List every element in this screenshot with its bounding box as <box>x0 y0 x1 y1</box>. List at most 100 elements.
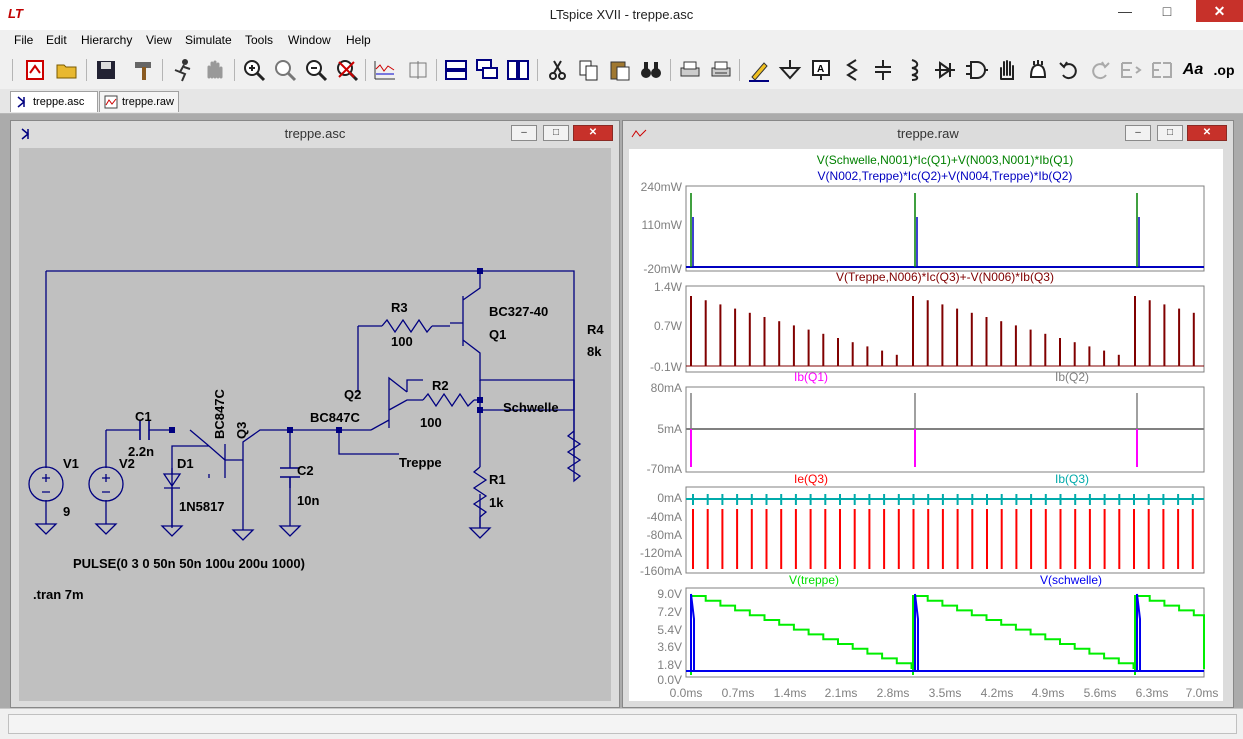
menu-file[interactable]: File <box>14 33 34 47</box>
tab-treppe-asc[interactable]: treppe.asc <box>10 91 98 112</box>
capacitor-symbols <box>139 420 300 488</box>
menu-simulate[interactable]: Simulate <box>185 33 232 47</box>
new-schematic-icon[interactable] <box>22 57 48 83</box>
xtick: 7.0ms <box>1186 686 1219 700</box>
undo-icon[interactable] <box>1056 57 1082 83</box>
menu-tools[interactable]: Tools <box>245 33 274 47</box>
waveform-window-icon <box>631 129 647 138</box>
schematic-minimize-button[interactable]: – <box>511 125 537 141</box>
print-setup-icon[interactable] <box>708 57 734 83</box>
menu-edit[interactable]: Edit <box>46 33 67 47</box>
capacitor-icon[interactable] <box>870 57 896 83</box>
svg-text:A: A <box>817 64 824 75</box>
redo-icon[interactable] <box>1087 57 1113 83</box>
xtick: 0.7ms <box>722 686 755 700</box>
r3-value: 100 <box>391 334 413 349</box>
cascade-windows-icon[interactable] <box>474 57 500 83</box>
c2-symbol <box>280 467 300 488</box>
waveform-window-titlebar: treppe.raw – □ ✕ <box>623 121 1233 147</box>
r1-value: 1k <box>489 495 504 510</box>
menu-bar: File Edit Hierarchy View Simulate Tools … <box>0 30 1243 51</box>
zoom-out-icon[interactable] <box>303 57 329 83</box>
r1-ref: R1 <box>489 472 506 487</box>
pane4-trace-b-label[interactable]: Ib(Q3) <box>1055 472 1089 486</box>
resistor-icon[interactable] <box>839 57 865 83</box>
pane1-trace-a-label[interactable]: V(Schwelle,N001)*Ic(Q1)+V(N003,N001)*Ib(… <box>817 153 1073 167</box>
tab-treppe-raw[interactable]: treppe.raw <box>99 91 179 112</box>
r1-symbol <box>472 466 488 528</box>
pane5-trace-a-label[interactable]: V(treppe) <box>789 573 839 587</box>
tile-horizontal-icon[interactable] <box>443 57 469 83</box>
net-label-icon[interactable]: A <box>808 57 834 83</box>
control-panel-hammer-icon[interactable] <box>131 57 157 83</box>
menu-view[interactable]: View <box>146 33 172 47</box>
mirror-icon[interactable] <box>1149 57 1175 83</box>
schematic-drawing: R3 100 BC327-40 Q1 R4 8k Q2 BC847C R2 10… <box>28 268 604 602</box>
pane2-trace-a-label[interactable]: V(Treppe,N006)*Ic(Q3)+-V(N006)*Ib(Q3) <box>836 270 1054 284</box>
pane1-trace-b-label[interactable]: V(N002,Treppe)*Ic(Q2)+V(N004,Treppe)*Ib(… <box>818 169 1073 183</box>
pane3-trace-b-label[interactable]: Ib(Q2) <box>1055 370 1089 384</box>
pane1-ytick: 110mW <box>642 218 683 232</box>
pane3-ytick: 80mA <box>651 381 682 395</box>
halt-hand-icon[interactable] <box>202 57 228 83</box>
minimize-button[interactable]: — <box>1118 3 1132 19</box>
waveform-restore-button[interactable]: □ <box>1157 125 1183 141</box>
pane2-ytick: 1.4W <box>654 280 683 294</box>
draw-wire-pencil-icon[interactable] <box>746 57 772 83</box>
pane5-trace-b-label[interactable]: V(schwelle) <box>1040 573 1102 587</box>
pane4-trace-a-label[interactable]: Ie(Q3) <box>794 472 828 486</box>
save-icon[interactable] <box>93 57 119 83</box>
schematic-canvas[interactable]: R3 100 BC327-40 Q1 R4 8k Q2 BC847C R2 10… <box>19 148 611 701</box>
autorange-plot-icon[interactable] <box>372 57 398 83</box>
pane4-ytick: -40mA <box>647 510 682 524</box>
cursor-plot-icon[interactable] <box>405 57 431 83</box>
pane3-trace-a-label[interactable]: Ib(Q1) <box>794 370 828 384</box>
schematic-close-button[interactable]: ✕ <box>573 125 613 141</box>
pane1-ytick: -20mW <box>643 262 682 276</box>
v2-symbol <box>88 466 124 502</box>
cut-icon[interactable] <box>545 57 571 83</box>
spice-directive-icon[interactable]: .op <box>1213 62 1235 78</box>
menu-help[interactable]: Help <box>346 33 371 47</box>
print-icon[interactable] <box>677 57 703 83</box>
waveform-window: treppe.raw – □ ✕ V(Schwelle,N001)*Ic(Q1)… <box>622 120 1234 708</box>
text-tool-icon[interactable]: Aa <box>1182 61 1204 78</box>
schematic-window-title: treppe.asc <box>284 126 346 141</box>
close-button[interactable]: ✕ <box>1196 0 1243 22</box>
waveform-close-button[interactable]: ✕ <box>1187 125 1227 141</box>
spice-directive-tran: .tran 7m <box>33 587 84 602</box>
maximize-button[interactable]: □ <box>1162 3 1172 19</box>
rotate-icon[interactable] <box>1118 57 1144 83</box>
waveform-plot-area[interactable]: V(Schwelle,N001)*Ic(Q1)+V(N003,N001)*Ib(… <box>629 149 1223 701</box>
schematic-restore-button[interactable]: □ <box>543 125 569 141</box>
voltage-sources <box>28 466 124 502</box>
pane5-ytick: 5.4V <box>657 623 682 637</box>
menu-hierarchy[interactable]: Hierarchy <box>81 33 133 47</box>
pane1-frame <box>685 185 1205 272</box>
paste-icon[interactable] <box>607 57 633 83</box>
waveform-minimize-button[interactable]: – <box>1125 125 1151 141</box>
component-icon[interactable] <box>963 57 989 83</box>
copy-icon[interactable] <box>576 57 602 83</box>
schematic-doc-icon <box>17 96 26 108</box>
pane4-frame <box>685 486 1205 574</box>
menu-window[interactable]: Window <box>288 33 331 47</box>
pan-magnifier-icon[interactable] <box>272 57 298 83</box>
net-label-schwelle: Schwelle <box>503 400 559 415</box>
junctions <box>169 268 483 433</box>
ground-icon[interactable] <box>777 57 803 83</box>
tile-vertical-icon[interactable] <box>505 57 531 83</box>
r2-ref: R2 <box>432 378 449 393</box>
schematic-window-icon <box>21 128 30 140</box>
xtick: 6.3ms <box>1136 686 1169 700</box>
pane4-ytick: 0mA <box>657 491 682 505</box>
drag-hand-icon[interactable] <box>1025 57 1051 83</box>
move-hand-icon[interactable] <box>994 57 1020 83</box>
inductor-icon[interactable] <box>901 57 927 83</box>
open-folder-icon[interactable] <box>54 57 80 83</box>
diode-icon[interactable] <box>932 57 958 83</box>
zoom-fit-icon[interactable] <box>334 57 360 83</box>
zoom-in-icon[interactable] <box>241 57 267 83</box>
find-binoculars-icon[interactable] <box>638 57 664 83</box>
run-simulation-icon[interactable] <box>170 57 196 83</box>
